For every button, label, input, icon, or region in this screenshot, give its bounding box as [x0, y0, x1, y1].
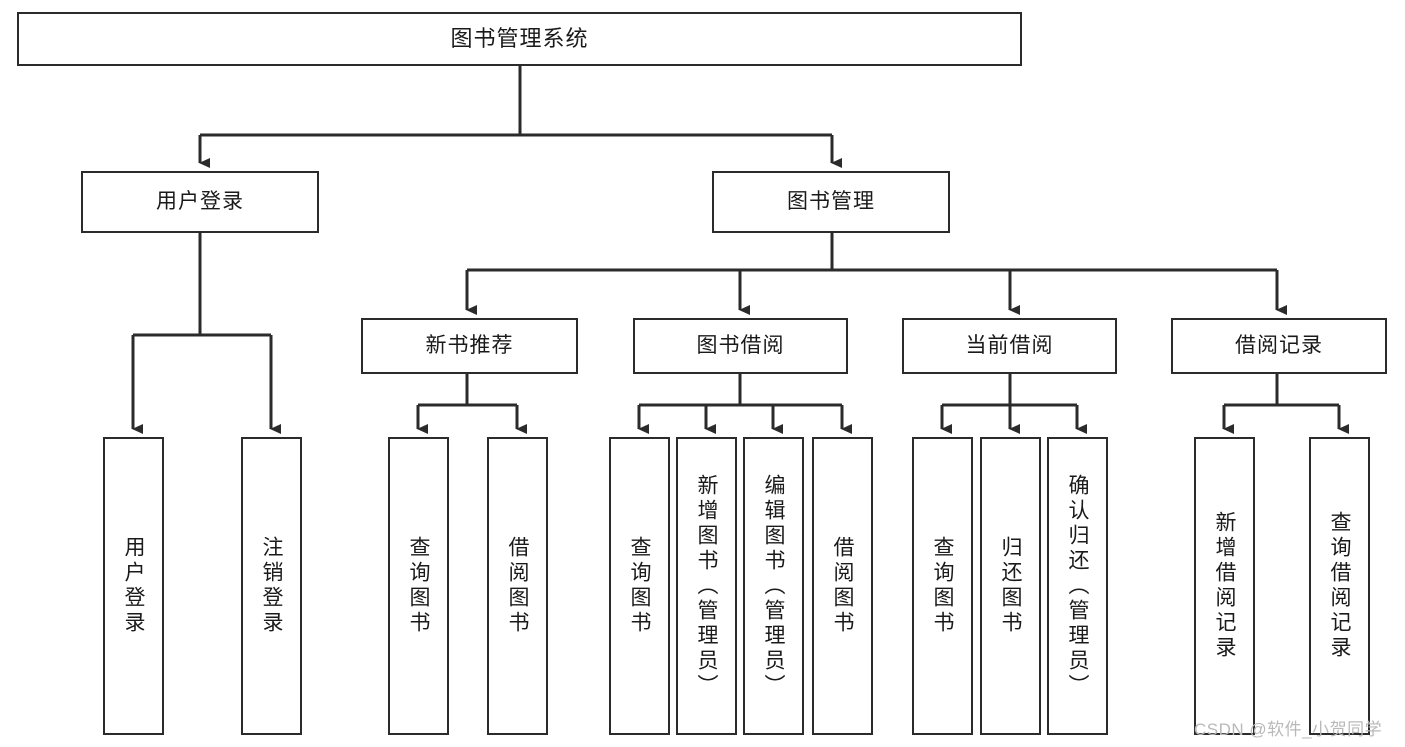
leaf-add-borrow-record[interactable]: 新增借阅记录	[1194, 437, 1255, 735]
node-new-book-recommendation[interactable]: 新书推荐	[361, 318, 578, 374]
leaf-add-book-admin[interactable]: 新增图书（管理员）	[676, 437, 737, 735]
node-label: 图书管理系统	[450, 25, 589, 51]
node-label: 借阅记录	[1235, 334, 1323, 358]
node-label: 编辑图书（管理员）	[762, 473, 785, 699]
node-label: 新增图书（管理员）	[695, 473, 718, 699]
node-label: 新书推荐	[425, 334, 514, 358]
node-label: 查询图书	[628, 536, 651, 636]
leaf-return-books[interactable]: 归还图书	[980, 437, 1041, 735]
node-label: 查询图书	[407, 536, 430, 636]
node-label: 借阅图书	[506, 536, 529, 636]
leaf-confirm-return-admin[interactable]: 确认归还（管理员）	[1047, 437, 1108, 735]
leaf-borrow-books-newbooks[interactable]: 借阅图书	[487, 437, 548, 735]
node-label: 当前借阅	[965, 334, 1054, 358]
node-label: 图书借阅	[696, 334, 785, 358]
leaf-user-login[interactable]: 用户登录	[103, 437, 164, 735]
leaf-query-books-newbooks[interactable]: 查询图书	[388, 437, 449, 735]
node-label: 用户登录	[122, 536, 145, 636]
node-book-borrow[interactable]: 图书借阅	[633, 318, 848, 374]
csdn-watermark: CSDN @软件_小贺同学	[1194, 720, 1383, 739]
node-book-management[interactable]: 图书管理	[712, 171, 950, 233]
node-label: 归还图书	[999, 536, 1022, 636]
leaf-edit-book-admin[interactable]: 编辑图书（管理员）	[743, 437, 804, 735]
node-label: 借阅图书	[831, 536, 854, 636]
leaf-borrow-books[interactable]: 借阅图书	[812, 437, 873, 735]
node-root-book-management-system[interactable]: 图书管理系统	[17, 12, 1022, 66]
node-label: 注销登录	[260, 536, 283, 636]
node-label: 确认归还（管理员）	[1066, 473, 1089, 699]
node-borrow-records[interactable]: 借阅记录	[1171, 318, 1387, 374]
node-label: 图书管理	[787, 190, 875, 214]
node-current-borrow[interactable]: 当前借阅	[902, 318, 1117, 374]
leaf-query-books-borrow[interactable]: 查询图书	[609, 437, 670, 735]
node-user-login[interactable]: 用户登录	[81, 171, 319, 233]
leaf-query-books-current[interactable]: 查询图书	[912, 437, 973, 735]
node-label: 查询借阅记录	[1328, 511, 1351, 661]
node-label: 用户登录	[156, 190, 244, 214]
leaf-query-borrow-record[interactable]: 查询借阅记录	[1309, 437, 1370, 735]
node-label: 查询图书	[931, 536, 954, 636]
node-label: 新增借阅记录	[1213, 511, 1236, 661]
leaf-logout[interactable]: 注销登录	[241, 437, 302, 735]
